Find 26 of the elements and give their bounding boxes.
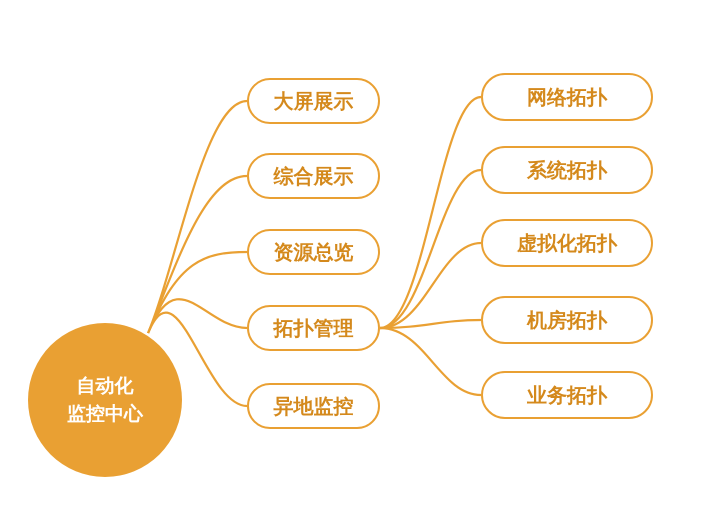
topic-label: 自动化 — [76, 374, 134, 399]
topic-label: 系统拓扑 — [527, 156, 607, 184]
topic-box — [247, 383, 380, 429]
topic-box — [481, 73, 653, 121]
topic-label: 监控中心 — [67, 402, 143, 427]
connector-line — [380, 242, 482, 330]
topic-label: 大屏展示 — [274, 88, 354, 114]
topic-label: 拓扑管理 — [274, 314, 354, 342]
topic-label: 机房拓扑 — [527, 306, 607, 334]
topic-box — [247, 305, 380, 351]
topic-label: 资源总览 — [274, 238, 354, 266]
topic-box — [247, 229, 380, 275]
topic-box — [247, 78, 380, 124]
topic-box — [247, 153, 380, 199]
topic-label: 综合展示 — [274, 162, 354, 190]
topic-box — [481, 371, 653, 419]
topic-label: 异地监控 — [274, 392, 354, 420]
topic-box — [481, 219, 653, 267]
connector-line — [380, 168, 482, 330]
topic-box — [481, 296, 653, 344]
topic-label: 虚拟化拓扑 — [517, 230, 617, 256]
topic-label: 网络拓扑 — [527, 84, 607, 110]
topic-label: 业务拓扑 — [527, 382, 607, 408]
topic-box — [481, 146, 653, 194]
connector-line — [380, 326, 482, 396]
connector-line — [147, 312, 248, 408]
